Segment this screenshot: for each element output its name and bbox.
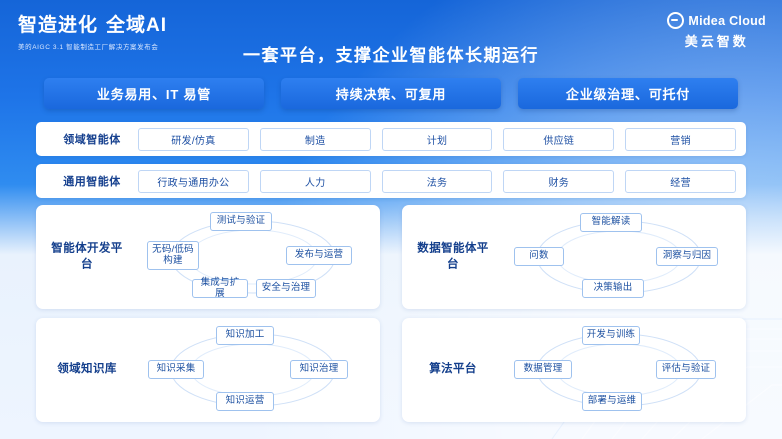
panel-algorithm-platform: 算法平台 开发与训练 数据管理 评估与验证 部署与运维 [402,318,746,422]
node-integrate-extend[interactable]: 集成与扩展 [192,277,248,298]
node-release-operate[interactable]: 发布与运营 [286,246,352,265]
node-lowcode-build[interactable]: 无码/低码构建 [147,241,199,270]
panel-algorithm-platform-title: 算法平台 [429,363,477,376]
domain-agent-row: 领域智能体 研发/仿真 制造 计划 供应链 营销 [36,122,746,156]
panel-data-agent-platform: 数据智能体平台 智能解读 问数 洞察与归因 决策输出 [402,205,746,309]
general-agent-cell-4[interactable]: 财务 [503,169,615,193]
panel-data-agent-platform-title: 数据智能体平台 [417,242,489,270]
page-title: 一套平台，支撑企业智能体长期运行 [243,46,539,65]
general-agent-cell-2[interactable]: 人力 [259,169,371,193]
logo-bottom-text: 美云智数 [684,34,749,49]
node-knowledge-processing[interactable]: 知识加工 [216,326,274,345]
panel-agent-dev-platform: 智能体开发平台 测试与验证 无码/低码构建 发布与运营 集成与扩展 安全与治理 [36,205,380,309]
brand-main-1: 智造进化 [18,15,99,36]
pillar-2[interactable]: 持续决策、可复用 [281,78,501,109]
panel-domain-knowledge-base-title: 领域知识库 [57,363,117,376]
pillar-row: 业务易用、IT 易管 持续决策、可复用 企业级治理、可托付 [44,78,738,109]
domain-agent-cell-3[interactable]: 计划 [381,127,493,151]
node-ask-data[interactable]: 问数 [514,247,564,266]
pillar-1[interactable]: 业务易用、IT 易管 [44,78,264,109]
node-data-management[interactable]: 数据管理 [514,360,572,379]
node-test-verify[interactable]: 测试与验证 [210,212,272,231]
node-knowledge-governance[interactable]: 知识治理 [290,360,348,379]
midea-logo-icon [667,12,685,29]
node-dev-training[interactable]: 开发与训练 [582,326,640,345]
domain-agent-cell-5[interactable]: 营销 [625,127,736,151]
node-smart-interpretation[interactable]: 智能解读 [580,213,642,232]
domain-agent-label: 领域智能体 [63,134,121,146]
panel-agent-dev-platform-title: 智能体开发平台 [51,242,123,270]
node-knowledge-collection[interactable]: 知识采集 [148,360,204,379]
brand-main-2: 全域AI [106,15,168,36]
node-insight-attribution[interactable]: 洞察与归因 [656,247,718,266]
node-deploy-ops[interactable]: 部署与运维 [582,392,642,411]
domain-agent-cell-4[interactable]: 供应链 [503,127,615,151]
domain-agent-cell-1[interactable]: 研发/仿真 [138,127,249,151]
general-agent-label: 通用智能体 [63,176,121,188]
node-knowledge-operation[interactable]: 知识运营 [216,392,274,411]
panel-domain-knowledge-base: 领域知识库 知识加工 知识采集 知识治理 知识运营 [36,318,380,422]
company-logo: Midea Cloud 美云智数 [667,12,766,50]
general-agent-cell-1[interactable]: 行政与通用办公 [138,169,249,193]
general-agent-cell-5[interactable]: 经营 [625,169,736,193]
logo-top-text: Midea Cloud [688,13,766,28]
node-security-governance[interactable]: 安全与治理 [256,279,316,298]
pillar-3[interactable]: 企业级治理、可托付 [518,78,738,109]
node-evaluation-verification[interactable]: 评估与验证 [656,360,716,379]
general-agent-cell-3[interactable]: 法务 [381,169,493,193]
node-decision-output[interactable]: 决策输出 [582,279,644,298]
brand-block: 智造进化 全域AI 美的AIGC 3.1 智能制造工厂解决方案发布会 [18,10,167,51]
general-agent-row: 通用智能体 行政与通用办公 人力 法务 财务 经营 [36,164,746,198]
brand-subtitle: 美的AIGC 3.1 智能制造工厂解决方案发布会 [18,44,159,51]
domain-agent-cell-2[interactable]: 制造 [259,127,371,151]
